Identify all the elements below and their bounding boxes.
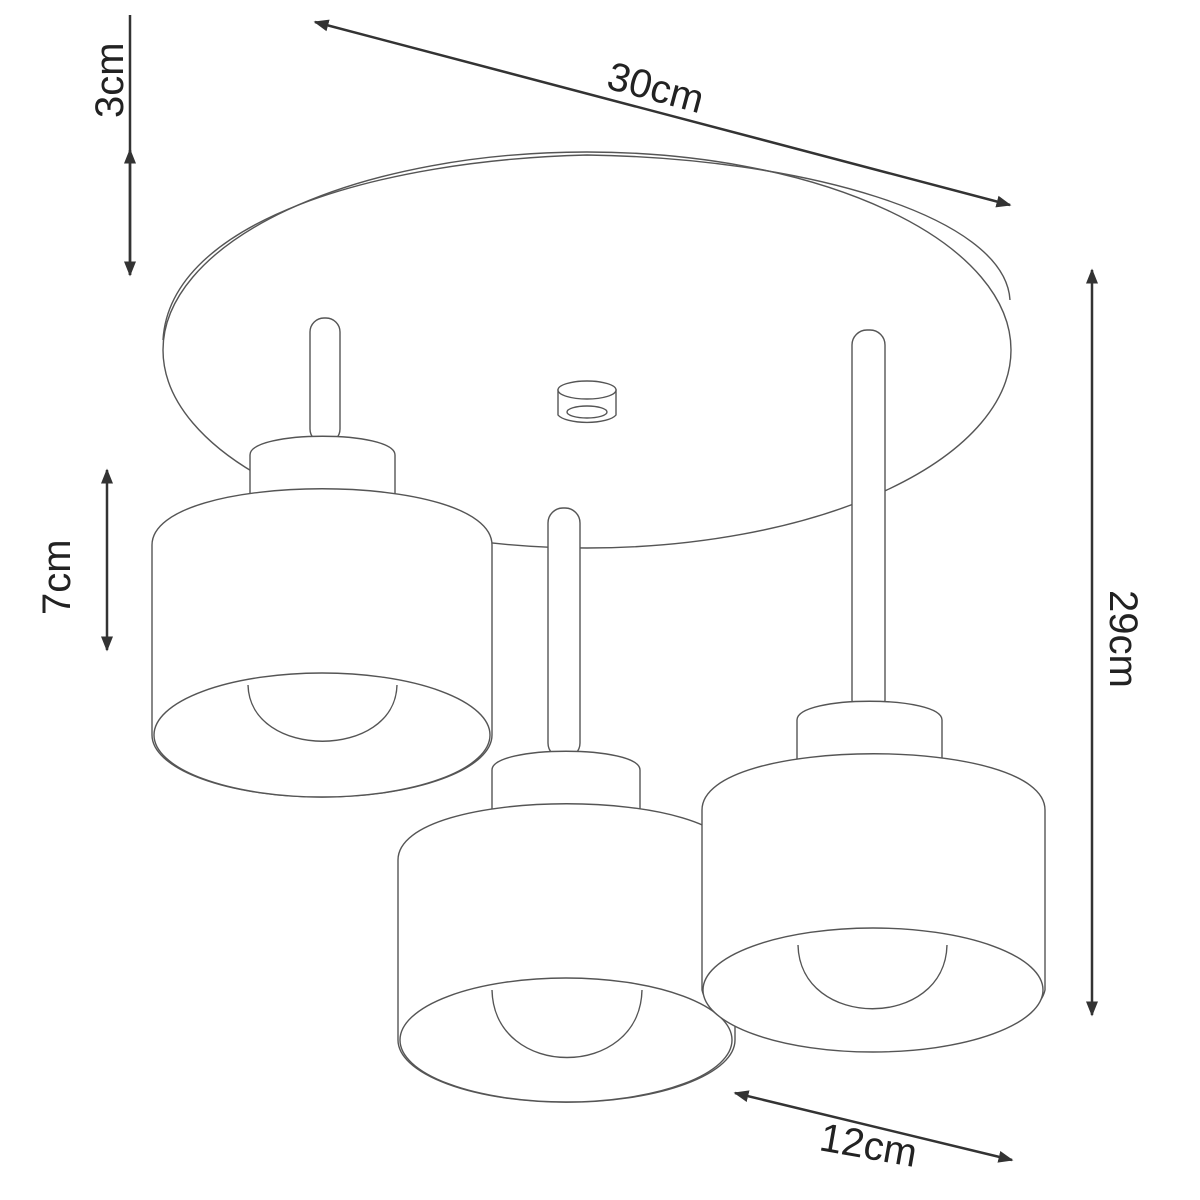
dimension-shade-diameter: 12cm [733,1090,1014,1176]
dimension-shade-height: 7cm [35,468,113,652]
label-shade-diameter: 12cm [816,1116,920,1176]
dimension-base-height: 3cm [88,15,136,277]
center-mount-nub [557,380,617,424]
label-shade-height: 7cm [35,539,79,615]
label-total-height: 29cm [1101,590,1145,688]
lamp-right [701,329,1046,1053]
lamp-middle [397,507,736,1103]
lamp-left [151,317,493,798]
dimension-total-height: 29cm [1086,268,1145,1017]
label-base-height: 3cm [88,42,132,118]
